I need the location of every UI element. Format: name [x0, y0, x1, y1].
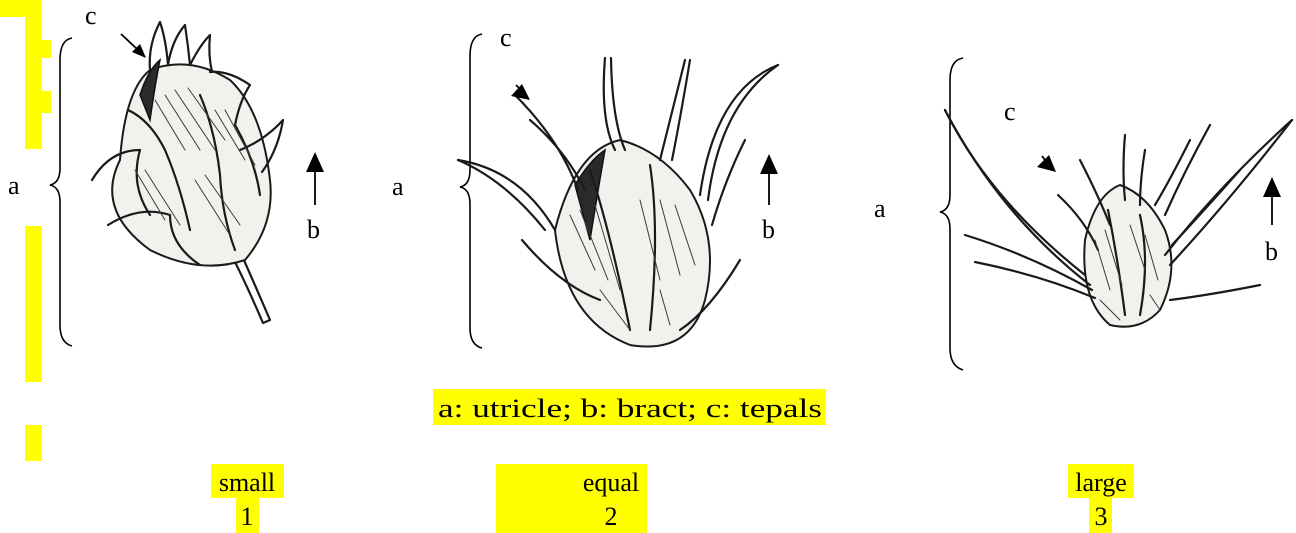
utricle-brace-1 — [50, 38, 72, 346]
part-label-c-1: c — [85, 1, 97, 30]
part-label-c-2: c — [500, 23, 512, 52]
size-label-1: small 1 — [211, 464, 284, 533]
utricle-brace-3 — [940, 58, 963, 370]
part-label-b-3: b — [1265, 237, 1278, 266]
part-label-a-3: a — [874, 194, 886, 223]
panel-number-3: 3 — [1095, 502, 1108, 531]
panel-1: c a b — [8, 1, 324, 346]
part-label-b-2: b — [762, 215, 775, 244]
bract-pointer-2 — [760, 154, 778, 205]
bract-pointer-1 — [306, 152, 324, 205]
size-label-2: equal 2 — [496, 464, 647, 533]
size-label-3: large 3 — [1068, 464, 1134, 533]
utricle-drawing-1 — [92, 22, 283, 323]
panel-number-1: 1 — [241, 502, 254, 531]
part-label-a-1: a — [8, 171, 20, 200]
utricle-brace-2 — [460, 34, 482, 348]
tepals-pointer-3 — [1037, 155, 1056, 172]
caption-text: a: utricle; b: bract; c: tepals — [438, 394, 822, 423]
panel-number-2: 2 — [605, 502, 618, 531]
part-label-c-3: c — [1004, 97, 1016, 126]
panel-3: c a b — [874, 58, 1292, 370]
panel-2: c a b — [392, 23, 778, 348]
tepals-pointer-1 — [121, 34, 146, 58]
size-label-text-3: large — [1075, 468, 1127, 497]
part-label-a-2: a — [392, 172, 404, 201]
utricle-drawing-3 — [945, 110, 1292, 327]
bract-pointer-3 — [1263, 177, 1281, 225]
size-label-text-2: equal — [583, 468, 639, 497]
part-label-b-1: b — [307, 215, 320, 244]
size-label-text-1: small — [219, 468, 275, 497]
left-edge-highlight — [0, 0, 51, 461]
utricle-drawing-2 — [458, 58, 778, 347]
tepals-pointer-2 — [511, 84, 530, 100]
legend-caption: a: utricle; b: bract; c: tepals — [433, 389, 826, 425]
